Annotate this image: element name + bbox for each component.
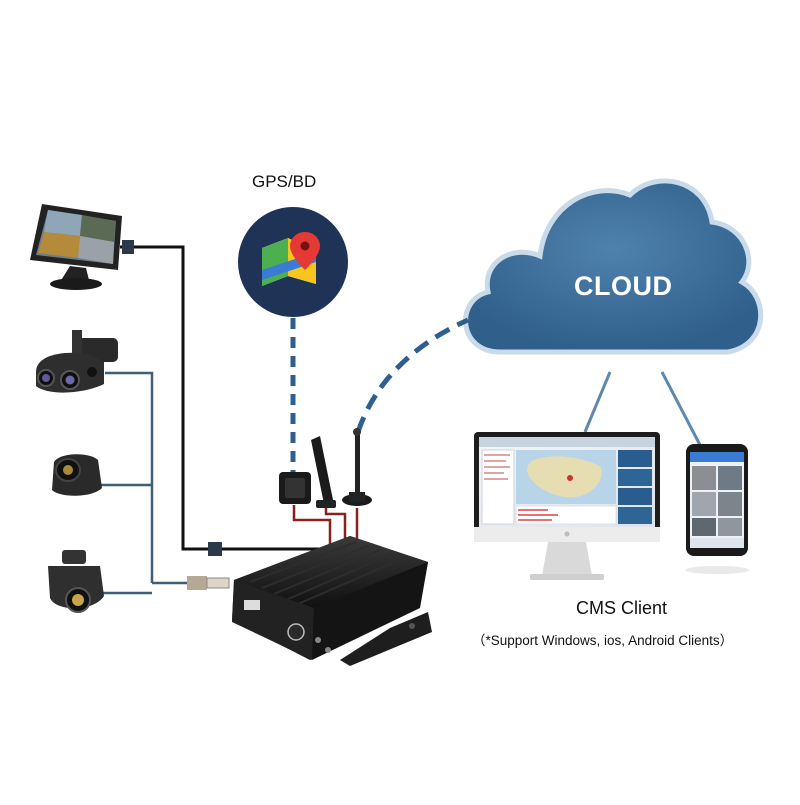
- desktop-computer-icon: [474, 432, 660, 580]
- mobile-dvr-icon: [232, 536, 432, 666]
- cms-client-title: CMS Client: [576, 598, 668, 618]
- wifi-antenna: [342, 428, 372, 506]
- cms-video-thumbnails: [618, 450, 652, 524]
- cloud-to-desktop-link: [583, 371, 612, 433]
- map-pin-icon: [262, 232, 320, 286]
- camera-connector: [187, 576, 207, 590]
- gps-antenna: [279, 472, 311, 504]
- cloud-dashed-link: [355, 317, 470, 433]
- dome-camera-icon: [36, 330, 118, 393]
- side-camera-icon: [52, 454, 102, 496]
- cloud-shape: [463, 178, 764, 355]
- rear-camera-icon: [48, 550, 104, 613]
- smartphone-icon: [685, 444, 749, 574]
- camera-cables: [100, 371, 195, 595]
- usb-port: [244, 600, 260, 610]
- monitor-connector: [122, 240, 134, 254]
- lte-antenna: [311, 436, 336, 508]
- gps-label: GPS/BD: [252, 172, 317, 191]
- monitor-icon: [30, 204, 122, 290]
- cloud-to-phone-link: [660, 371, 702, 446]
- dvr-monitor-connector: [208, 542, 222, 556]
- cms-client-subtitle: （*Support Windows, ios, Android Clients）: [472, 633, 734, 648]
- camera-connector-plug: [206, 577, 230, 589]
- mounting-bracket: [340, 612, 432, 666]
- monitor-cable: [120, 245, 320, 551]
- cloud: [463, 178, 764, 355]
- gps-badge: [238, 207, 348, 317]
- cloud-label: CLOUD: [574, 271, 673, 301]
- lock-key: [287, 623, 305, 641]
